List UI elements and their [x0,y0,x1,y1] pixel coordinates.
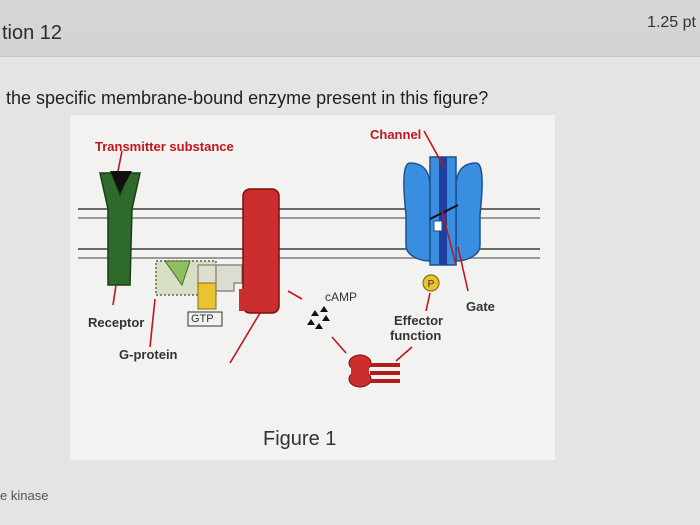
g-protein-connector [215,264,243,292]
phosphate-label: P [428,279,435,290]
question-number: tion 12 [2,22,63,44]
question-header: tion 12 1.25 pt [0,0,700,57]
gate-label: Gate [466,299,495,314]
gtp-label-box [187,311,223,327]
membrane-enzyme-shape [239,188,280,314]
channel-label: Channel [370,127,421,142]
protein-kinase-shape [348,354,400,388]
figure-caption: Figure 1 [263,428,336,450]
figure-panel: P [70,115,555,460]
ion-channel-shape [403,156,483,266]
answer-option-text[interactable]: e kinase [0,488,49,503]
label-pointer-lines [112,130,469,364]
question-prompt: the specific membrane-bound enzyme prese… [6,88,489,108]
phosphate-icon [422,274,440,292]
g-protein-label: G-protein [119,347,178,362]
effector-function-label-line2: function [390,328,441,343]
receptor-shape [99,171,141,286]
camp-label: cAMP [325,290,357,304]
question-points: 1.25 pt [647,14,696,31]
receptor-label: Receptor [88,315,144,330]
gtp-molecule [197,282,217,310]
gtp-label: GTP [191,313,214,325]
signal-transduction-diagram: P [78,127,540,450]
effector-function-label-line1: Effector [394,313,443,328]
transmitter-substance-label: Transmitter substance [95,139,234,154]
camp-molecules [307,306,330,329]
